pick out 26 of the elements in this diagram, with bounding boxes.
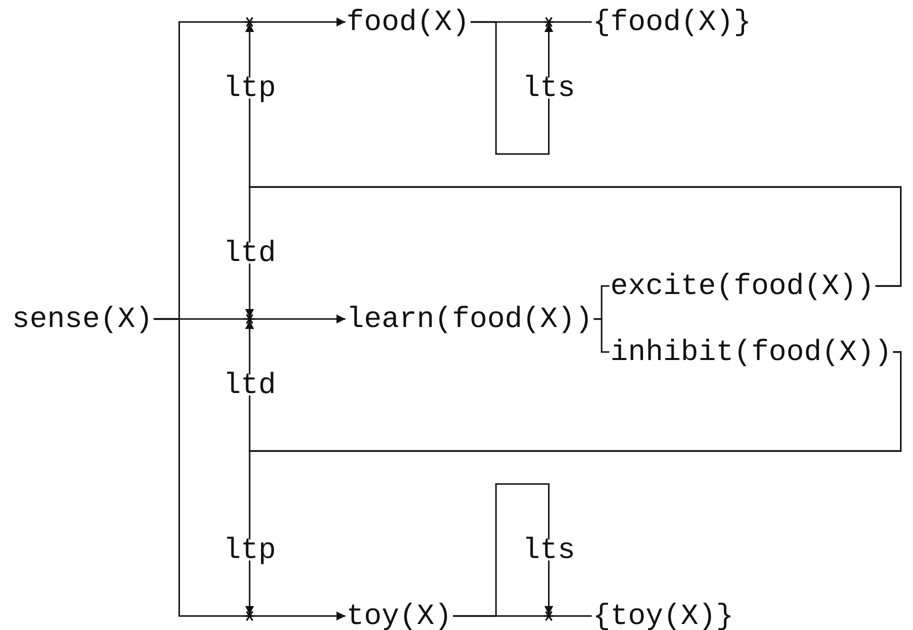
connector-line: [248, 351, 902, 540]
connector-line: [248, 186, 902, 287]
node-label: excite(food(X)): [610, 270, 874, 302]
node-label: ltp: [223, 72, 276, 104]
node-label: ltd: [223, 236, 276, 270]
node-label: learn(food(X)): [346, 302, 593, 336]
node-label: lts: [522, 534, 576, 566]
node-label: toy(X): [346, 600, 452, 630]
node-label: {food(X)}: [592, 6, 752, 38]
connector-line: [470, 21, 550, 155]
arrow: [245, 560, 254, 615]
node-label: {toy(X)}: [592, 600, 734, 630]
arrow: [544, 560, 554, 615]
arrow: [154, 318, 346, 620]
connector-line: [594, 318, 610, 353]
node-label: ltp: [223, 534, 276, 566]
arrow: [245, 23, 254, 78]
connector-line: [453, 615, 592, 617]
node-label: ltd: [223, 368, 276, 402]
arrow: [245, 320, 254, 374]
arrow: [544, 23, 554, 78]
node-label: lts: [522, 72, 576, 104]
node-label: sense(X): [12, 302, 153, 336]
node-label: inhibit(food(X)): [610, 336, 892, 368]
node-label: food(X): [346, 6, 470, 38]
arrow: [245, 264, 254, 318]
